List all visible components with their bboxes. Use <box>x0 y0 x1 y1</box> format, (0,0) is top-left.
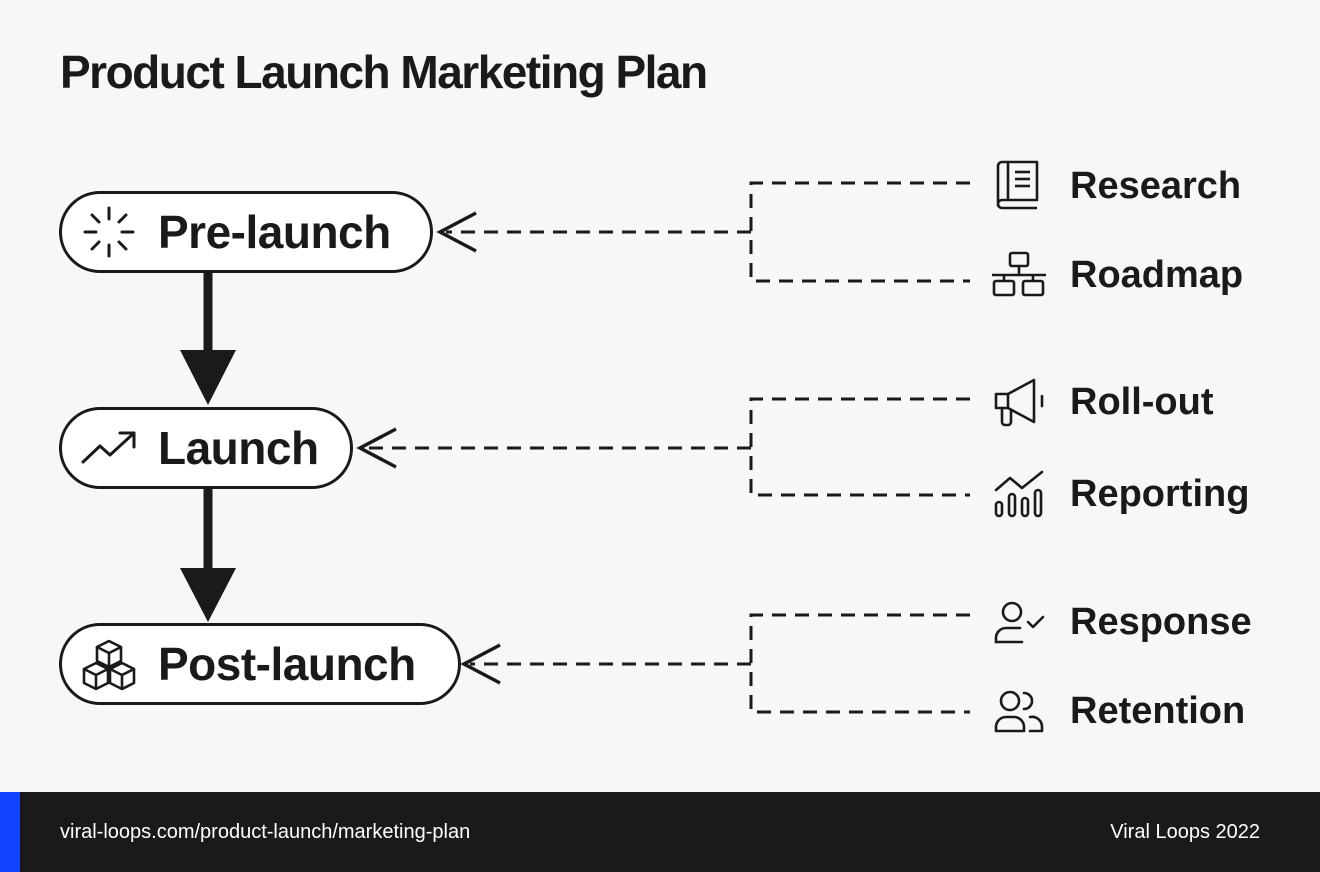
footer-accent-bar <box>0 792 20 872</box>
boxes-icon <box>82 639 136 691</box>
activity-response: Response <box>990 594 1252 650</box>
footer-bar: viral-loops.com/product-launch/marketing… <box>0 792 1320 872</box>
footer-brand: Viral Loops 2022 <box>1110 821 1260 843</box>
users-icon <box>994 690 1044 733</box>
bar-chart-icon <box>994 470 1044 518</box>
flow-arrow-head-2 <box>180 568 236 622</box>
open-arrowhead-post-launch <box>460 643 501 685</box>
book-icon <box>996 160 1039 210</box>
stage-label: Pre-launch <box>158 206 391 258</box>
connector-lines <box>180 181 970 714</box>
activity-rollout: Roll-out <box>990 374 1214 430</box>
activity-reporting: Reporting <box>990 466 1249 522</box>
trending-up-icon <box>81 431 136 464</box>
activity-label: Retention <box>1070 689 1246 732</box>
activity-label: Roadmap <box>1070 253 1244 296</box>
sitemap-icon <box>992 251 1046 297</box>
activity-label: Reporting <box>1070 472 1250 515</box>
open-arrowhead-pre-launch <box>436 211 477 253</box>
dashed-connector-response <box>749 613 970 714</box>
dashed-connector-research <box>749 181 970 283</box>
stage-label: Launch <box>158 422 319 474</box>
sparkle-icon <box>83 206 135 258</box>
flow-arrow-head-1 <box>180 350 236 405</box>
activity-label: Response <box>1070 600 1252 643</box>
launch-flow-diagram: Pre-launch Launch Post-launch <box>59 158 1252 739</box>
footer-url: viral-loops.com/product-launch/marketing… <box>60 821 471 843</box>
open-arrowhead-launch <box>356 427 397 469</box>
stage-launch: Launch <box>59 407 353 489</box>
stage-post-launch: Post-launch <box>59 623 461 705</box>
dashed-connector-rollout <box>749 397 970 497</box>
diagram-title: Product Launch Marketing Plan <box>60 46 708 98</box>
activity-retention: Retention <box>990 683 1245 739</box>
activity-roadmap: Roadmap <box>990 247 1243 303</box>
stage-label: Post-launch <box>158 638 416 690</box>
activity-label: Research <box>1070 164 1242 207</box>
user-check-icon <box>994 601 1045 644</box>
stage-pre-launch: Pre-launch <box>59 191 433 273</box>
megaphone-icon <box>994 378 1044 427</box>
activity-research: Research <box>990 158 1241 214</box>
activity-label: Roll-out <box>1070 380 1214 423</box>
